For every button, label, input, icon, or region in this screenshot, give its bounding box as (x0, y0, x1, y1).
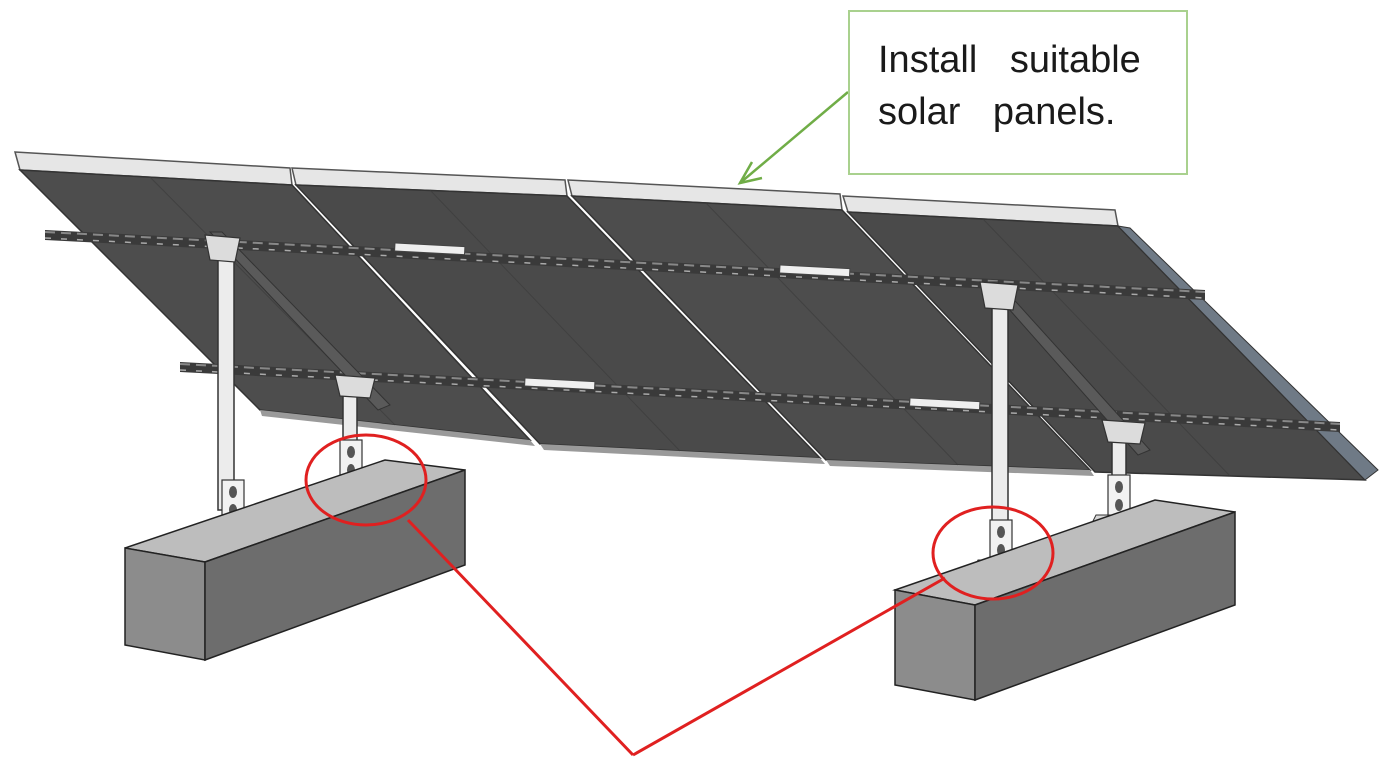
callout-box: Install suitable solar panels. (848, 10, 1188, 175)
left-support-structure (204, 231, 391, 529)
rail-joiners (394, 242, 981, 411)
concrete-ballast-block-right (892, 499, 1236, 702)
callout-line-1: Install suitable (878, 39, 1141, 81)
leader-line-left (406, 518, 635, 757)
leader-line-right (632, 576, 946, 757)
callout-line-2: solar panels. (878, 91, 1116, 133)
highlight-circle-right (931, 505, 1055, 601)
highlight-annotations (304, 433, 1055, 757)
left-front-post (204, 234, 241, 511)
right-front-post (979, 281, 1019, 546)
callout-arrow (737, 91, 849, 185)
concrete-ballast-block-left (124, 459, 466, 662)
highlight-circle-left (304, 433, 428, 527)
